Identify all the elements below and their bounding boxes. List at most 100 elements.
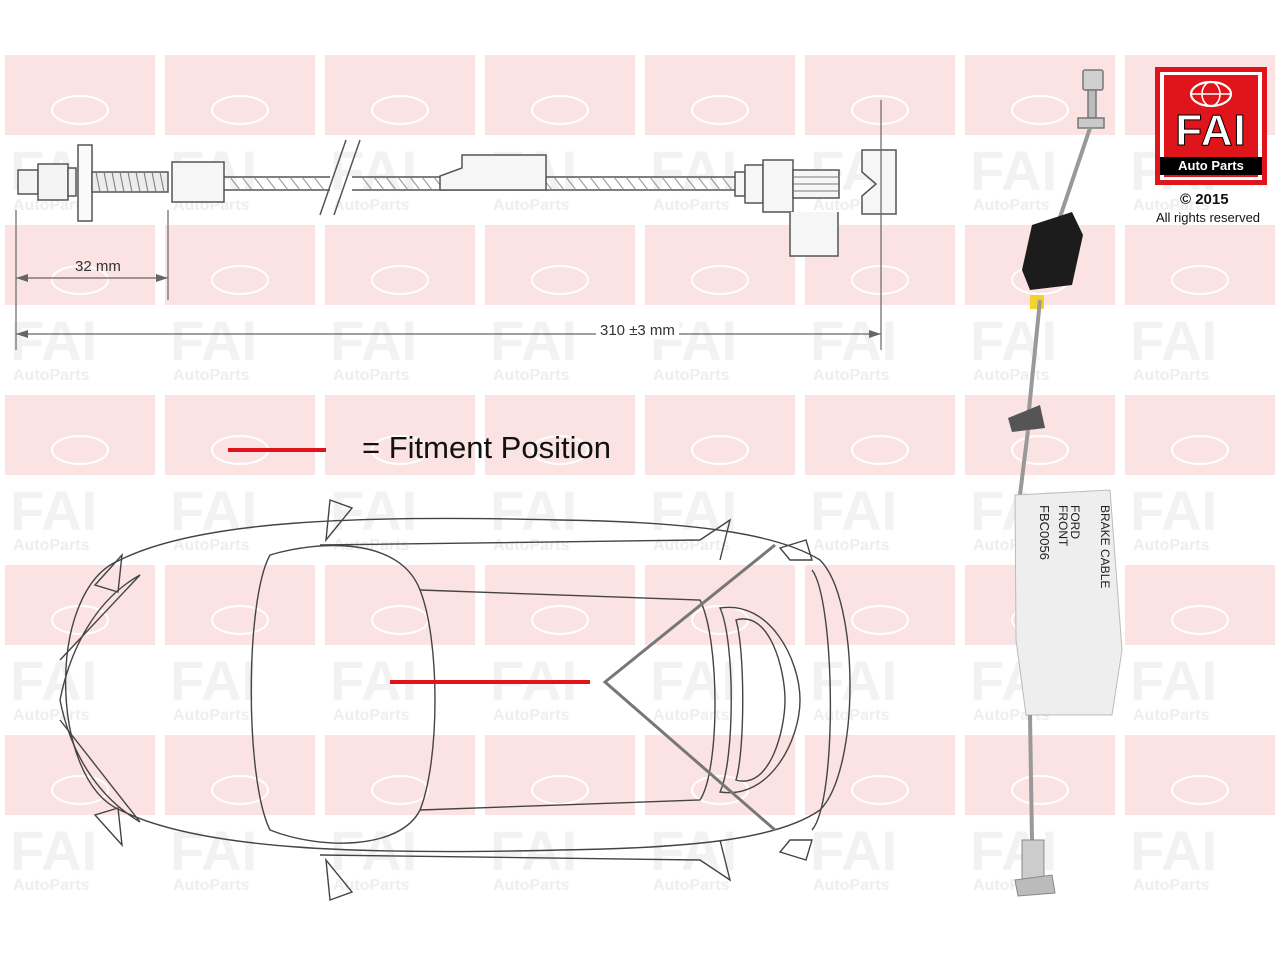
watermark-sub-text: AutoParts: [13, 707, 90, 724]
copyright-year: © 2015: [1180, 191, 1229, 208]
globe-icon: [1189, 80, 1233, 108]
logo-subtext: Auto Parts: [1160, 157, 1262, 175]
watermark-logo-text: FAI: [1130, 479, 1217, 542]
watermark-logo-text: FAI: [170, 819, 257, 882]
watermark-logo-text: FAI: [10, 819, 97, 882]
yellow-clip: [1030, 295, 1044, 309]
watermark-logo-text: FAI: [330, 139, 417, 202]
dimension-overall-label: 310 ±3 mm: [596, 322, 679, 339]
watermark-sub-text: AutoParts: [333, 877, 410, 894]
watermark-sub-text: AutoParts: [173, 537, 250, 554]
logo-text: FAI: [1175, 106, 1247, 155]
watermark-sub-text: AutoParts: [333, 537, 410, 554]
clip-bracket: [439, 154, 547, 191]
watermark-sub-text: AutoParts: [493, 537, 570, 554]
threaded-end: [17, 144, 169, 222]
watermark-sub-text: AutoParts: [653, 707, 730, 724]
watermark-logo-text: FAI: [970, 309, 1057, 372]
watermark-logo-text: FAI: [490, 309, 577, 372]
ferrule: [171, 161, 225, 203]
watermark-logo-text: FAI: [810, 649, 897, 712]
watermark-logo-text: FAI: [330, 309, 417, 372]
watermark-sub-text: AutoParts: [493, 877, 570, 894]
watermark-logo-text: FAI: [10, 479, 97, 542]
watermark-logo-text: FAI: [330, 479, 417, 542]
watermark-logo-text: FAI: [970, 139, 1057, 202]
watermark-sub-text: AutoParts: [333, 707, 410, 724]
watermark-sub-text: AutoParts: [813, 537, 890, 554]
watermark-sub-text: AutoParts: [813, 707, 890, 724]
watermark-sub-text: AutoParts: [493, 367, 570, 384]
watermark-sub-text: AutoParts: [653, 197, 730, 214]
watermark-logo-text: FAI: [10, 649, 97, 712]
watermark-logo-text: FAI: [650, 649, 737, 712]
watermark-logo-text: FAI: [1130, 309, 1217, 372]
watermark-logo-text: FAI: [650, 309, 737, 372]
watermark-logo-text: FAI: [10, 309, 97, 372]
watermark-sub-text: AutoParts: [653, 877, 730, 894]
legend-label: = Fitment Position: [362, 430, 611, 465]
watermark-sub-text: AutoParts: [173, 367, 250, 384]
watermark-logo-text: FAI: [810, 479, 897, 542]
watermark-sub-text: AutoParts: [13, 197, 90, 214]
dimension-lines: [15, 100, 882, 350]
product-tag: [1014, 489, 1123, 716]
watermark-sub-text: AutoParts: [813, 877, 890, 894]
tag-line-3: FRONT: [1056, 505, 1070, 547]
watermark-sub-text: AutoParts: [493, 197, 570, 214]
watermark-logo-text: FAI: [490, 479, 577, 542]
watermark-logo-text: FAI: [170, 479, 257, 542]
watermark-logo-text: FAI: [810, 309, 897, 372]
watermark-sub-text: AutoParts: [13, 877, 90, 894]
dimension-short-label: 32 mm: [75, 258, 121, 275]
watermark-sub-text: AutoParts: [13, 367, 90, 384]
watermark-sub-text: AutoParts: [1133, 877, 1210, 894]
watermark-sub-text: AutoParts: [653, 367, 730, 384]
end-fitting: [734, 149, 897, 257]
watermark-logo-text: FAI: [170, 649, 257, 712]
break-mark: [319, 139, 361, 216]
watermark-sub-text: AutoParts: [813, 367, 890, 384]
watermark-logo-text: FAI: [810, 819, 897, 882]
watermark-sub-text: AutoParts: [1133, 367, 1210, 384]
legend-swatch: [228, 448, 326, 452]
watermark-sub-text: AutoParts: [973, 197, 1050, 214]
tag-line-1: BRAKE CABLE: [1098, 505, 1112, 589]
tag-line-4: FBC0056: [1037, 505, 1052, 560]
watermark-sub-text: AutoParts: [1133, 537, 1210, 554]
watermark-sub-text: AutoParts: [653, 537, 730, 554]
watermark-logo-text: FAI: [1130, 819, 1217, 882]
tag-line-2: FORD: [1068, 505, 1082, 539]
watermark-logo-text: FAI: [650, 139, 737, 202]
watermark-logo-text: FAI: [650, 479, 737, 542]
fai-logo: FAI Auto Parts: [1155, 67, 1267, 185]
watermark-sub-text: AutoParts: [493, 707, 570, 724]
